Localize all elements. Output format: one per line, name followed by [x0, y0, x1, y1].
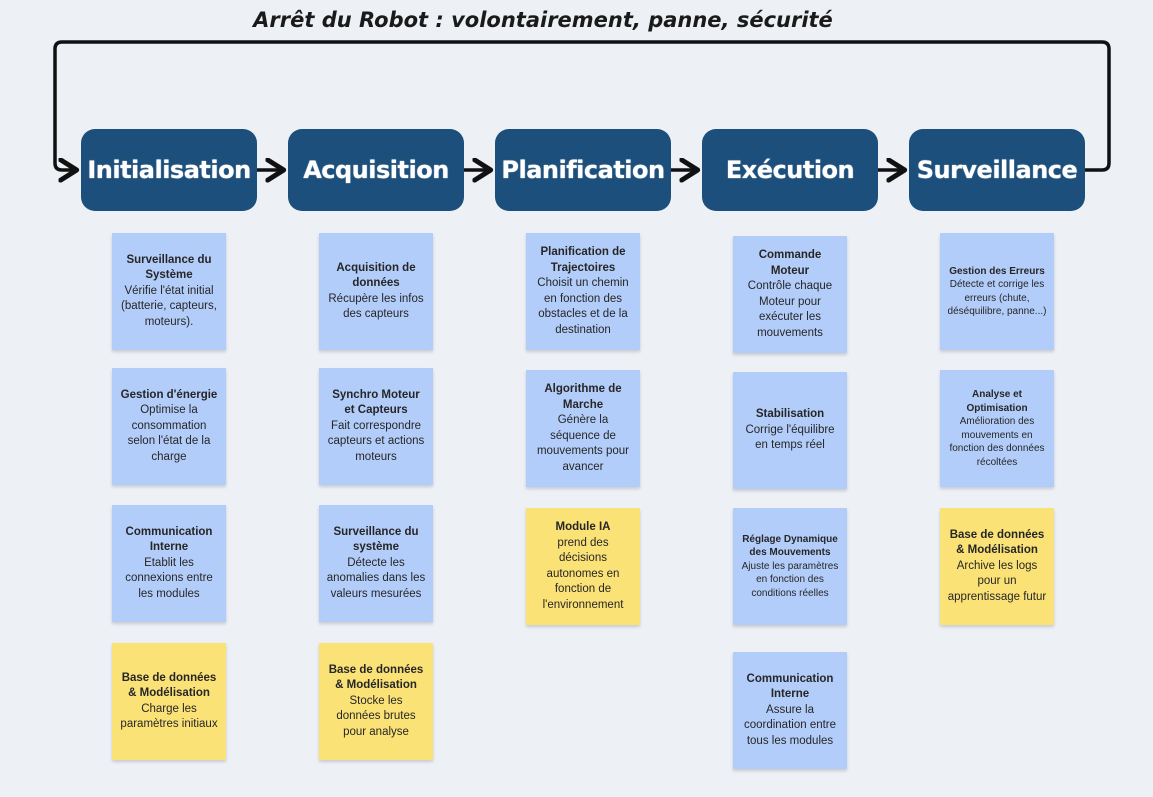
note-text: Stocke les données brutes pour analyse [336, 694, 416, 738]
note-analyse-optimisation: Analyse et Optimisation Amélioration des… [940, 370, 1054, 487]
note-text: Amélioration des mouvements en fonction … [949, 416, 1045, 468]
note-text: Choisit un chemin en fonction des obstac… [537, 277, 629, 336]
note-text: Etablit les connexions entre les modules [125, 556, 213, 600]
note-title: Surveillance du système [333, 525, 419, 554]
note-base-de-donnees: Base de données & Modélisation Stocke le… [319, 643, 433, 760]
phase-initialisation: Initialisation [81, 129, 257, 211]
note-text: Génère la séquence de mouvements pour av… [536, 414, 630, 473]
note-title: Base de données & Modélisation [121, 671, 217, 700]
note-text: Ajuste les paramètres en fonction des co… [741, 560, 839, 599]
note-title: Stabilisation [755, 408, 825, 421]
note-title: Algorithme de Marche [544, 383, 622, 411]
note-communication-interne: Communication Interne Etablit les connex… [112, 505, 226, 622]
note-acquisition-de-donnees: Acquisition de données Récupère les info… [319, 233, 433, 350]
note-title: Gestion d'énergie [120, 388, 218, 401]
note-title: Module IA [555, 521, 611, 533]
note-text: Récupère les infos des capteurs [328, 292, 424, 321]
note-synchro-moteur-capteurs: Synchro Moteur et Capteurs Fait correspo… [319, 368, 433, 485]
diagram-title: Arrêt du Robot : volontairement, panne, … [253, 8, 833, 32]
note-title: Synchro Moteur et Capteurs [332, 388, 420, 417]
note-surveillance-du-systeme: Surveillance du système Détecte les anom… [319, 505, 433, 622]
note-text: Fait correspondre capteurs et actions mo… [327, 419, 425, 463]
note-stabilisation: Stabilisation Corrige l'équilibre en tem… [733, 372, 847, 489]
note-title: Base de données & Modélisation [328, 663, 424, 692]
note-title: Acquisition de données [336, 261, 416, 290]
note-title: Réglage Dynamique des Mouvements [742, 533, 838, 559]
phase-surveillance: Surveillance [909, 129, 1085, 211]
note-text: Corrige l'équilibre en temps réel [745, 423, 835, 452]
note-module-ia: Module IA prend des décisions autonomes … [526, 508, 640, 625]
note-gestion-energie: Gestion d'énergie Optimise la consommati… [112, 368, 226, 485]
note-text: Détecte les anomalies dans les valeurs m… [326, 556, 426, 600]
note-algorithme-de-marche: Algorithme de Marche Génère la séquence … [526, 370, 640, 487]
phase-planification: Planification [495, 129, 671, 211]
note-gestion-des-erreurs: Gestion des Erreurs Détecte et corrige l… [940, 233, 1054, 350]
note-text: Assure la coordination entre tous les mo… [743, 703, 837, 747]
note-text: Optimise la consommation selon l'état de… [127, 404, 211, 463]
phase-acquisition: Acquisition [288, 129, 464, 211]
note-text: Vérifie l'état initial (batterie, capteu… [121, 284, 217, 328]
note-surveillance-du-systeme: Surveillance du Système Vérifie l'état i… [112, 233, 226, 350]
note-communication-interne: Communication Interne Assure la coordina… [733, 652, 847, 769]
note-title: Analyse et Optimisation [966, 389, 1028, 414]
note-title: Base de données & Modélisation [949, 528, 1045, 557]
note-text: Contrôle chaque Moteur pour exécuter les… [747, 280, 833, 339]
note-text: Archive les logs pour un apprentissage f… [947, 559, 1047, 603]
note-commande-moteur: Commande Moteur Contrôle chaque Moteur p… [733, 236, 847, 353]
note-title: Planification de Trajectoires [540, 246, 626, 274]
note-title: Communication Interne [746, 672, 834, 701]
note-title: Commande Moteur [758, 249, 822, 277]
phase-execution: Exécution [702, 129, 878, 211]
loop-back-arrow [53, 40, 1111, 170]
note-text: prend des décisions autonomes en fonctio… [542, 536, 624, 611]
note-text: Détecte et corrige les erreurs (chute, d… [947, 279, 1047, 317]
note-title: Surveillance du Système [126, 253, 212, 282]
note-planification-de-trajectoires: Planification de Trajectoires Choisit un… [526, 233, 640, 350]
note-reglage-dynamique: Réglage Dynamique des Mouvements Ajuste … [733, 508, 847, 625]
note-base-de-donnees: Base de données & Modélisation Archive l… [940, 508, 1054, 625]
note-base-de-donnees: Base de données & Modélisation Charge le… [112, 643, 226, 760]
note-text: Charge les paramètres initiaux [120, 702, 218, 731]
note-title: Communication Interne [125, 525, 213, 554]
note-title: Gestion des Erreurs [949, 265, 1045, 277]
